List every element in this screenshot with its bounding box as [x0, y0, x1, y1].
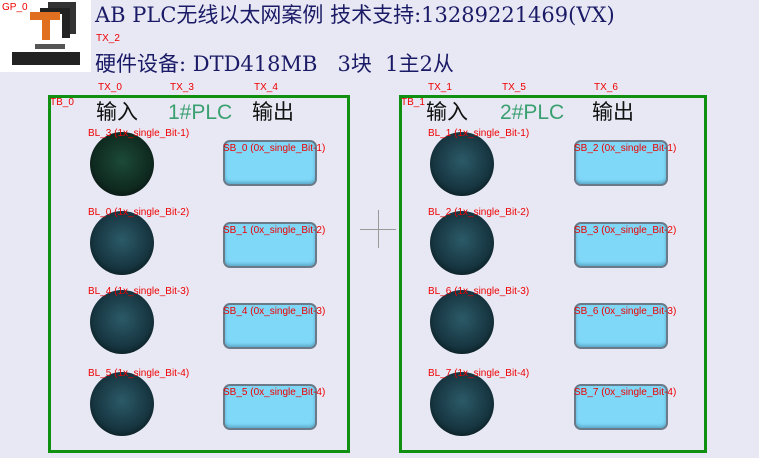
- output-button[interactable]: [574, 303, 668, 349]
- output-button[interactable]: [223, 140, 317, 186]
- text-tag: TX_1: [428, 82, 452, 93]
- button-label: SB_5 (0x_single_Bit-4): [223, 387, 326, 398]
- text-tag: TX_0: [98, 82, 122, 93]
- button-label: SB_2 (0x_single_Bit-1): [574, 143, 677, 154]
- plc-heading: 2#PLC: [500, 101, 565, 124]
- text-tag: TX_3: [170, 82, 194, 93]
- lamp-label: BL_2 (1x_single_Bit-2): [428, 207, 530, 218]
- output-button[interactable]: [574, 140, 668, 186]
- button-label: SB_7 (0x_single_Bit-4): [574, 387, 677, 398]
- output-button[interactable]: [223, 384, 317, 430]
- lamp-label: BL_1 (1x_single_Bit-1): [428, 128, 530, 139]
- indicator-lamp: [430, 290, 494, 354]
- hardware-subtitle: 硬件设备: DTD418MB 3块 1主2从: [95, 52, 454, 76]
- page-title: AB PLC无线以太网案例 技术支持:13289221469(VX): [95, 3, 615, 27]
- output-button[interactable]: [574, 384, 668, 430]
- panel-2: [399, 95, 707, 453]
- lamp-label: BL_7 (1x_single_Bit-4): [428, 368, 530, 379]
- lamp-label: BL_6 (1x_single_Bit-3): [428, 286, 530, 297]
- indicator-lamp: [430, 132, 494, 196]
- lamp-label: BL_0 (1x_single_Bit-2): [88, 207, 190, 218]
- input-heading: 输入: [96, 100, 138, 124]
- logo-tag: GP_0: [2, 2, 28, 13]
- output-button[interactable]: [223, 222, 317, 268]
- text-tag: TX_6: [594, 82, 618, 93]
- indicator-lamp: [430, 211, 494, 275]
- output-heading: 输出: [592, 100, 634, 124]
- text-tag: TX_4: [254, 82, 278, 93]
- button-label: SB_4 (0x_single_Bit-3): [223, 306, 326, 317]
- panel-1: [48, 95, 350, 453]
- output-heading: 输出: [252, 100, 294, 124]
- panel-tag: TB_1: [401, 97, 425, 108]
- indicator-lamp: [90, 132, 154, 196]
- panel-tag: TB_0: [50, 97, 74, 108]
- button-label: SB_0 (0x_single_Bit-1): [223, 143, 326, 154]
- lamp-label: BL_3 (1x_single_Bit-1): [88, 128, 190, 139]
- title-tag: TX_2: [96, 33, 120, 44]
- logo: [0, 0, 91, 72]
- indicator-lamp: [90, 211, 154, 275]
- button-label: SB_3 (0x_single_Bit-2): [574, 225, 677, 236]
- text-tag: TX_5: [502, 82, 526, 93]
- plc-heading: 1#PLC: [168, 101, 233, 124]
- input-heading: 输入: [426, 100, 468, 124]
- indicator-lamp: [90, 372, 154, 436]
- lamp-label: BL_4 (1x_single_Bit-3): [88, 286, 190, 297]
- button-label: SB_1 (0x_single_Bit-2): [223, 225, 326, 236]
- output-button[interactable]: [223, 303, 317, 349]
- output-button[interactable]: [574, 222, 668, 268]
- indicator-lamp: [90, 290, 154, 354]
- lamp-label: BL_5 (1x_single_Bit-4): [88, 368, 190, 379]
- crosshair-v: [378, 210, 379, 248]
- button-label: SB_6 (0x_single_Bit-3): [574, 306, 677, 317]
- dataie-logo-icon: [12, 2, 80, 65]
- indicator-lamp: [430, 372, 494, 436]
